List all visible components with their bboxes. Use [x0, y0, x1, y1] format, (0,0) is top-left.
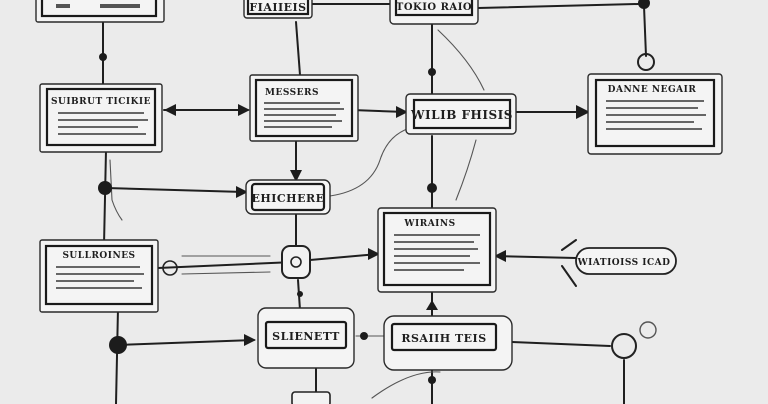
- junction-dot: [428, 68, 436, 76]
- node-text-lines: [606, 100, 706, 130]
- connector: [181, 271, 271, 275]
- arrow-head: [426, 300, 438, 310]
- node-text-lines: [394, 234, 480, 271]
- connector: [477, 3, 639, 9]
- node-title: MESSERS: [265, 88, 319, 98]
- node-text-lines: [58, 112, 148, 135]
- arrow-head: [236, 186, 248, 198]
- arrow-head: [396, 106, 408, 118]
- connector: [329, 127, 411, 197]
- ring-node: [162, 260, 178, 276]
- connector: [109, 159, 123, 221]
- junction-dot: [109, 336, 127, 354]
- node-center-label: WILIB FHISIS: [405, 93, 517, 135]
- connector: [295, 21, 301, 76]
- node-mid-small: EHICHERE: [245, 179, 331, 215]
- connector: [437, 29, 485, 91]
- node-right-upper: DANNE NEGAIR: [587, 73, 723, 155]
- node-bottom-mid-left: SLIENETT: [257, 307, 355, 369]
- junctions: [98, 0, 650, 384]
- connector: [561, 239, 577, 287]
- knobs: [162, 53, 657, 404]
- connectors: [102, 3, 647, 404]
- node-title: SUIBRUT TICIKIE: [51, 97, 151, 107]
- connector: [115, 307, 119, 404]
- ring-node: [639, 321, 657, 339]
- node-title: FIAIIEIS: [249, 1, 306, 14]
- node-title: WIATIOISS ICAD: [577, 258, 671, 268]
- knob-center: [290, 256, 302, 268]
- node-left-upper: SUIBRUT TICIKIE: [39, 83, 163, 153]
- node-top-mid-left: FIAIIEIS: [243, 0, 313, 19]
- node-text-lines: [264, 102, 344, 128]
- node-title: DANNE NEGAIR: [608, 85, 697, 95]
- connector: [371, 371, 441, 399]
- junction-dot: [360, 332, 368, 340]
- junction-dot: [99, 53, 107, 61]
- partial-node: [291, 391, 331, 404]
- node-center-big: WIRAINS: [377, 207, 497, 293]
- junction-dot: [638, 0, 650, 9]
- junction-dot: [98, 181, 112, 195]
- connector: [493, 255, 577, 259]
- node-title: SLIENETT: [272, 330, 340, 343]
- arrow-head: [368, 248, 380, 260]
- node-right-pill: WIATIOISS ICAD: [575, 247, 677, 275]
- junction-dot: [428, 376, 436, 384]
- connector: [309, 253, 379, 261]
- connector: [117, 339, 255, 346]
- connector: [643, 5, 647, 57]
- connector: [455, 139, 477, 201]
- connector: [511, 341, 611, 347]
- knob-node: [281, 245, 311, 279]
- node-title: WIRAINS: [403, 219, 455, 229]
- node-center-upper: MESSERS: [249, 74, 359, 142]
- node-top-mid: TOKIO RAIO: [389, 0, 479, 25]
- arrow-head: [164, 104, 176, 116]
- junction-dot: [427, 183, 437, 193]
- node-bottom-mid: RSAIIH TEIS: [383, 315, 513, 371]
- node-top-left: [35, 0, 165, 23]
- ring-node: [637, 53, 655, 71]
- arrow-head: [494, 250, 506, 262]
- node-title: TOKIO RAIO: [396, 2, 472, 13]
- node-text-lines: [56, 266, 144, 289]
- node-title: RSAIIH TEIS: [401, 332, 486, 345]
- connector: [157, 261, 295, 269]
- junction-dot: [297, 291, 303, 297]
- arrow-head: [576, 105, 590, 119]
- arrow-head: [244, 334, 256, 346]
- arrow-head: [238, 104, 250, 116]
- arrow-head: [290, 170, 302, 182]
- node-title: EHICHERE: [252, 192, 325, 205]
- connector: [103, 149, 107, 246]
- node-left-lower: SULLROINES: [39, 239, 159, 313]
- ring-node: [611, 333, 637, 359]
- connector: [105, 187, 245, 193]
- node-title: SULLROINES: [62, 251, 135, 261]
- node-title: WILIB FHISIS: [410, 108, 513, 122]
